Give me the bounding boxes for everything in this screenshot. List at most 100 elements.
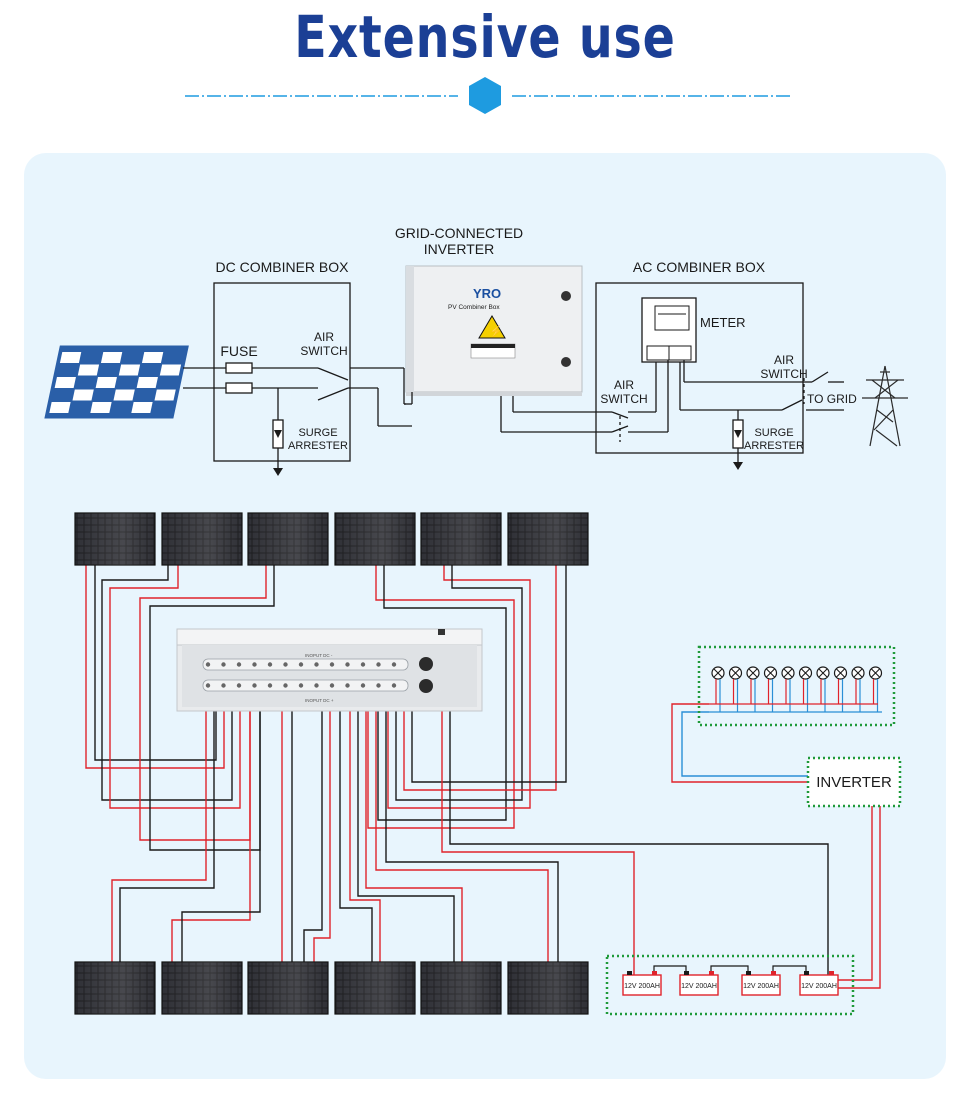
lamp-icon [728,666,743,712]
solar-panel-icon [507,961,589,1015]
battery-icon: 12V 200AH [622,965,687,996]
solar-array-icon [44,345,189,419]
page-title: Extensive use [294,3,676,71]
wire [387,565,531,809]
wire [303,708,323,962]
svg-text:⚡: ⚡ [489,325,503,338]
cabinet-caption: PV Combiner Box [448,304,500,311]
wire [339,708,373,962]
lamp-icon [746,666,760,712]
wire [375,708,549,962]
surge-arrester-label-1b: ARRESTER [288,440,348,452]
solar-panel-icon [420,512,502,566]
battery-label: 12V 200AH [624,983,660,990]
solar-panel-icon [161,961,243,1015]
battery-label: 12V 200AH [743,983,779,990]
wire [377,565,507,821]
input-dc-minus-label: INOPUT DC - [305,653,333,658]
pv-panels-bottom [74,961,589,1015]
air-switch-label-3: AIR [774,353,794,367]
solar-panel-icon [507,512,589,566]
ac-combiner-box-label: AC COMBINER BOX [633,259,766,275]
pv-panels-top [74,512,589,566]
lamp-icon [763,666,778,712]
wire [349,708,381,962]
dc-combiner-box-label: DC COMBINER BOX [215,259,349,275]
input-dc-plus-label: INOPUT DC + [305,698,334,703]
wire [171,708,251,962]
surge-arrester-label-2: SURGE [754,427,793,439]
lamp-icon [868,666,883,712]
wire [671,703,808,783]
load-lamps-box [697,645,896,727]
battery-icon: 12V 200AH [799,971,839,996]
wire [365,708,463,962]
solar-panel-icon [334,512,416,566]
solar-panel-icon [74,961,156,1015]
wire [681,711,808,777]
air-switch-label-1b: SWITCH [300,344,347,358]
wire [313,708,331,962]
wire [403,565,557,791]
lamp-icon [711,666,725,712]
wire [181,708,261,962]
solar-panel-icon [247,512,329,566]
wire [411,565,567,783]
air-switch-label-2: AIR [614,378,634,392]
solar-panel-icon [247,961,329,1015]
lamp-icon [833,666,848,712]
wire [85,565,225,769]
lamp-icon [816,666,830,712]
battery-bank-box [605,954,855,1016]
battery-label: 12V 200AH [681,983,717,990]
solar-panel-icon [334,961,416,1015]
wire [385,708,559,962]
wire [449,708,829,975]
wire [395,565,523,801]
inverter-box-label: INVERTER [816,774,892,791]
surge-arrester-label-2b: ARRESTER [744,440,804,452]
wire [109,565,241,809]
lamp-icon [798,666,813,712]
wire [838,806,881,989]
air-switch-label-2b: SWITCH [600,392,647,406]
pv-combiner-box-icon: INOPUT DC - INOPUT DC + [176,628,483,712]
surge-arrester-label-1: SURGE [298,427,337,439]
battery-icon: 12V 200AH [741,965,807,996]
wire [367,565,515,829]
fuse-icon-2 [225,382,253,394]
transmission-tower-icon [862,365,908,447]
wire [838,806,873,981]
wire [441,708,635,975]
panel-wiring [85,565,881,989]
solar-panel-icon [161,512,243,566]
lamp-icon [781,666,795,712]
brand-logo: YRO [473,286,501,301]
hexagon-icon [469,77,501,114]
solar-panel-icon [420,961,502,1015]
fuse-label: FUSE [220,343,257,359]
inverter-label: GRID-CONNECTED [395,225,523,241]
fuse-icon [225,362,253,374]
combiner-cabinet-icon: YRO PV Combiner Box ⚡ [405,265,583,396]
title-divider [185,77,790,114]
dc-combiner-box [213,282,351,462]
meter-icon [641,297,697,363]
battery-icon: 12V 200AH [679,965,749,996]
ac-combiner-box [595,282,804,454]
lamp-icons [709,666,883,713]
inverter-box [806,756,902,808]
solar-panel-icon [74,512,156,566]
to-grid-label: TO GRID [807,392,857,406]
wire [111,708,207,962]
wire [119,708,215,962]
battery-label: 12V 200AH [801,983,837,990]
inverter-label-2: INVERTER [424,241,495,257]
meter-label: METER [700,315,746,330]
air-switch-label-3b: SWITCH [760,367,807,381]
battery-icons: 12V 200AH 12V 200AH 12V 200AH 12V 200AH [622,965,839,996]
wire [357,708,455,962]
wire [94,565,217,761]
wire [101,565,233,801]
